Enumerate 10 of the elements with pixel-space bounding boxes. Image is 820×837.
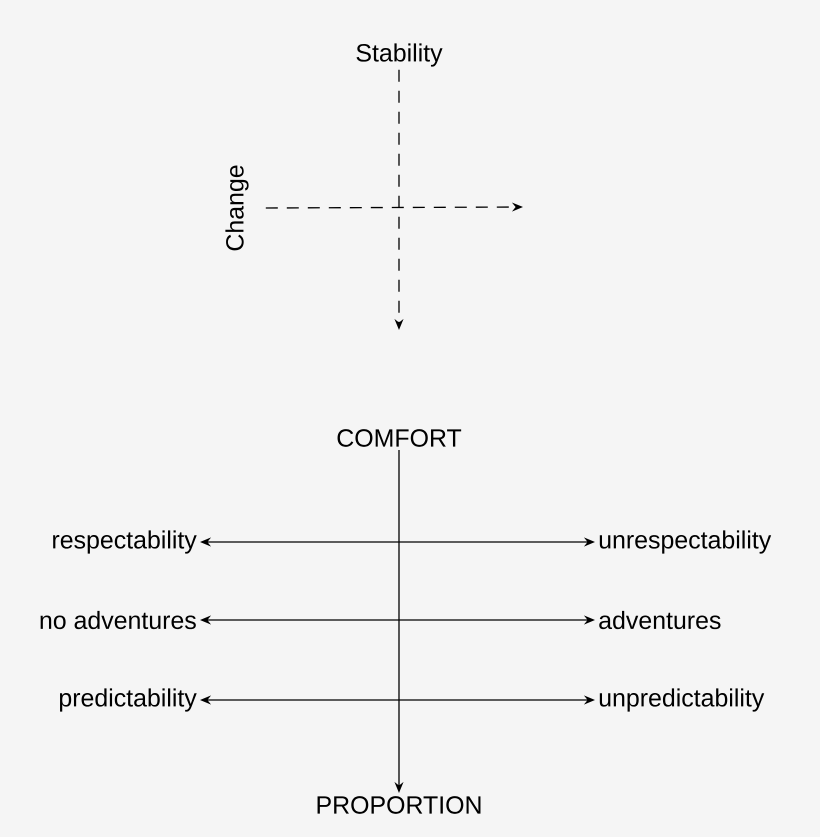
axis-label: unpredictability [600, 688, 764, 712]
axis-label: unrespectability [600, 530, 772, 554]
axis-label: no adventures [40, 610, 196, 630]
axis-label: PROPORTION [318, 796, 480, 814]
axis-label: Change [225, 166, 249, 250]
axis-label: predictability [60, 688, 197, 712]
axis-label: COMFORT [338, 429, 462, 447]
axis-label: respectability [53, 530, 197, 554]
axis-label: adventures [599, 610, 720, 630]
axis-label: Stability [356, 43, 443, 67]
